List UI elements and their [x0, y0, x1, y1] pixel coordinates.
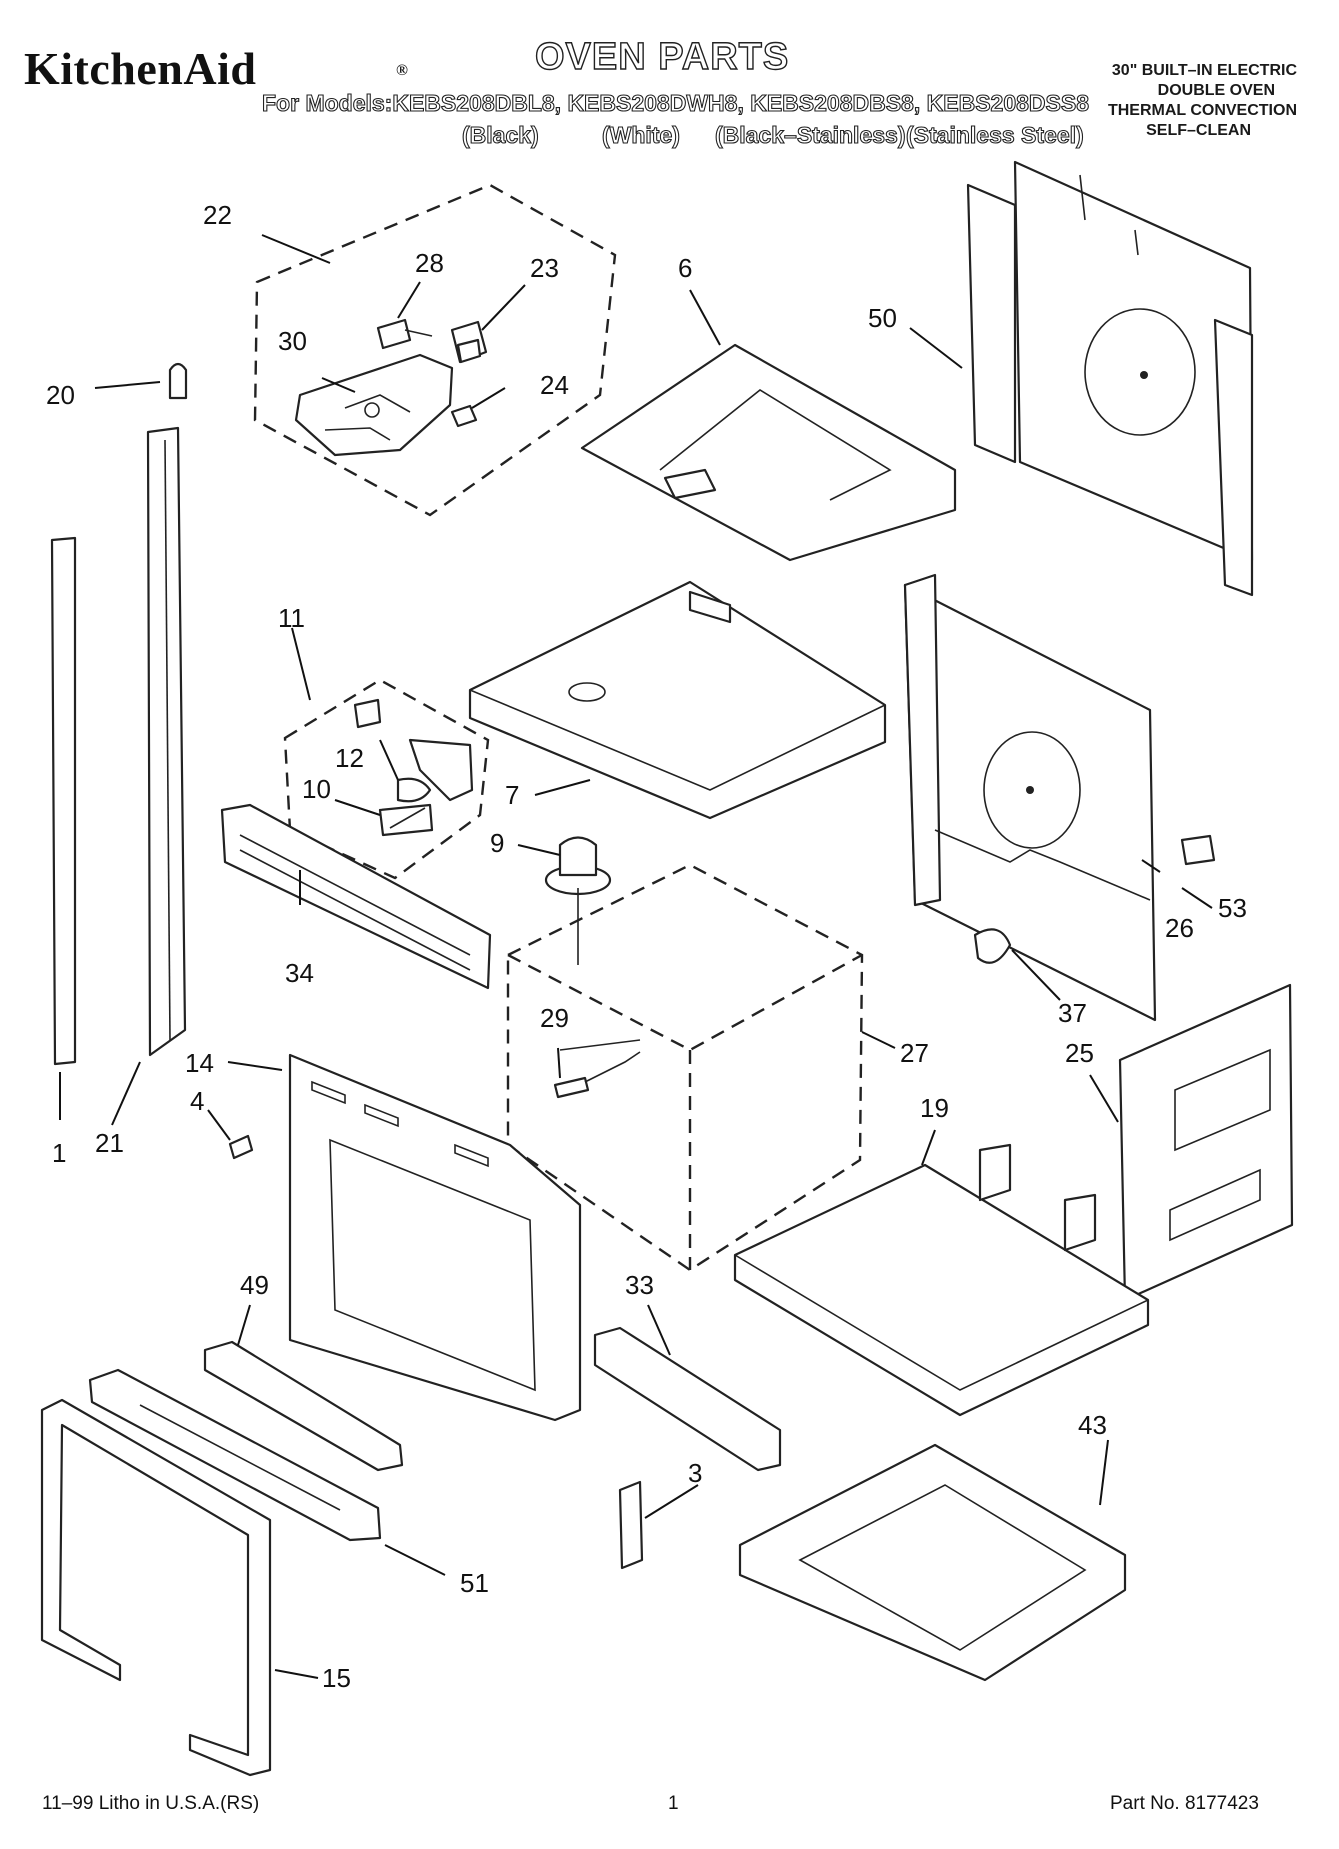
callout-28: 28 [415, 248, 444, 278]
callout-22: 22 [203, 200, 232, 230]
variant-black: (Black) [461, 121, 539, 148]
callout-20: 20 [46, 380, 75, 410]
part-50-rear-panel [966, 160, 1254, 597]
part-34-vent-grille [220, 803, 492, 990]
part-9-convection-motor [544, 836, 612, 965]
variant-black-stainless: (Black–Stainless) [714, 121, 906, 148]
part-37-thermostat [973, 928, 1012, 964]
part-29-sensor [553, 1051, 641, 1099]
spec-line-2: DOUBLE OVEN [1157, 82, 1275, 99]
variant-stainless-steel: (Stainless Steel) [905, 121, 1084, 148]
part-25-side-panel [1118, 983, 1294, 1302]
part-12-light-bulb [353, 698, 474, 803]
models-line: For Models:KEBS208DBL8, KEBS208DWH8, KEB… [261, 89, 1089, 116]
part-33-bracket [593, 1326, 782, 1472]
spec-line-3: THERMAL CONVECTION [1107, 102, 1297, 119]
part-24-connector [450, 404, 478, 428]
brand-logo: KitchenAid [24, 43, 257, 94]
footer-page-number: 1 [668, 1793, 679, 1814]
part-14-front-frame [288, 1053, 582, 1422]
part-20-end-cap [168, 362, 188, 400]
part-3-hinge-bracket [618, 1480, 644, 1570]
spec-line-4: SELF–CLEAN [1146, 122, 1251, 139]
callout-9: 9 [490, 828, 505, 858]
part-15-door-gasket [40, 1398, 272, 1777]
callout-23: 23 [530, 253, 559, 283]
callout-14: 14 [185, 1048, 214, 1078]
part-1-side-trim-left [50, 536, 77, 1066]
variant-white: (White) [601, 121, 680, 148]
part-22-control-assembly-group [253, 183, 617, 517]
part-49-lower-trim [203, 1340, 404, 1472]
part-19-bottom-panel [733, 1143, 1150, 1417]
spec-line-1: 30" BUILT–IN ELECTRIC [1111, 62, 1297, 79]
callout-3: 3 [688, 1458, 703, 1488]
part-30-bracket-harness [294, 353, 454, 457]
part-21-side-trim [146, 426, 187, 1057]
callout-53: 53 [1218, 893, 1247, 923]
callout-21: 21 [95, 1128, 124, 1158]
part-28-switch [376, 318, 433, 350]
callout-6: 6 [678, 253, 693, 283]
callout-30: 30 [278, 326, 307, 356]
callout-29: 29 [540, 1003, 569, 1033]
part-10-lens [378, 803, 434, 837]
callout-11: 11 [278, 603, 305, 633]
registered-mark: ® [396, 62, 408, 79]
footer-part-number: Part No. 8177423 [1110, 1793, 1259, 1814]
callout-4: 4 [190, 1086, 205, 1116]
part-51-vent-trim [88, 1368, 382, 1542]
callout-33: 33 [625, 1270, 654, 1300]
leader-lines [59, 234, 1213, 1679]
callout-43: 43 [1078, 1410, 1107, 1440]
callout-50: 50 [868, 303, 897, 333]
callout-1: 1 [52, 1138, 67, 1168]
part-6-top-baffle [580, 343, 957, 562]
callout-12: 12 [335, 743, 364, 773]
callout-49: 49 [240, 1270, 269, 1300]
callout-34: 34 [285, 958, 314, 988]
part-26-rear-wall-fan-panel [903, 573, 1157, 1022]
part-7-oven-top [468, 580, 887, 820]
part-53-clip [1180, 834, 1216, 866]
callout-19: 19 [920, 1093, 949, 1123]
footer-litho: 11–99 Litho in U.S.A.(RS) [42, 1793, 260, 1814]
callout-26: 26 [1165, 913, 1194, 943]
callout-15: 15 [322, 1663, 351, 1693]
part-43-drip-tray [738, 1443, 1127, 1682]
callout-25: 25 [1065, 1038, 1094, 1068]
callout-24: 24 [540, 370, 569, 400]
callout-10: 10 [302, 774, 331, 804]
part-4-screw [228, 1134, 254, 1160]
callout-27: 27 [900, 1038, 929, 1068]
callout-7: 7 [505, 780, 520, 810]
callout-51: 51 [460, 1568, 489, 1598]
callout-37: 37 [1058, 998, 1087, 1028]
part-23-relay [450, 320, 488, 364]
page-title: OVEN PARTS [534, 35, 790, 78]
